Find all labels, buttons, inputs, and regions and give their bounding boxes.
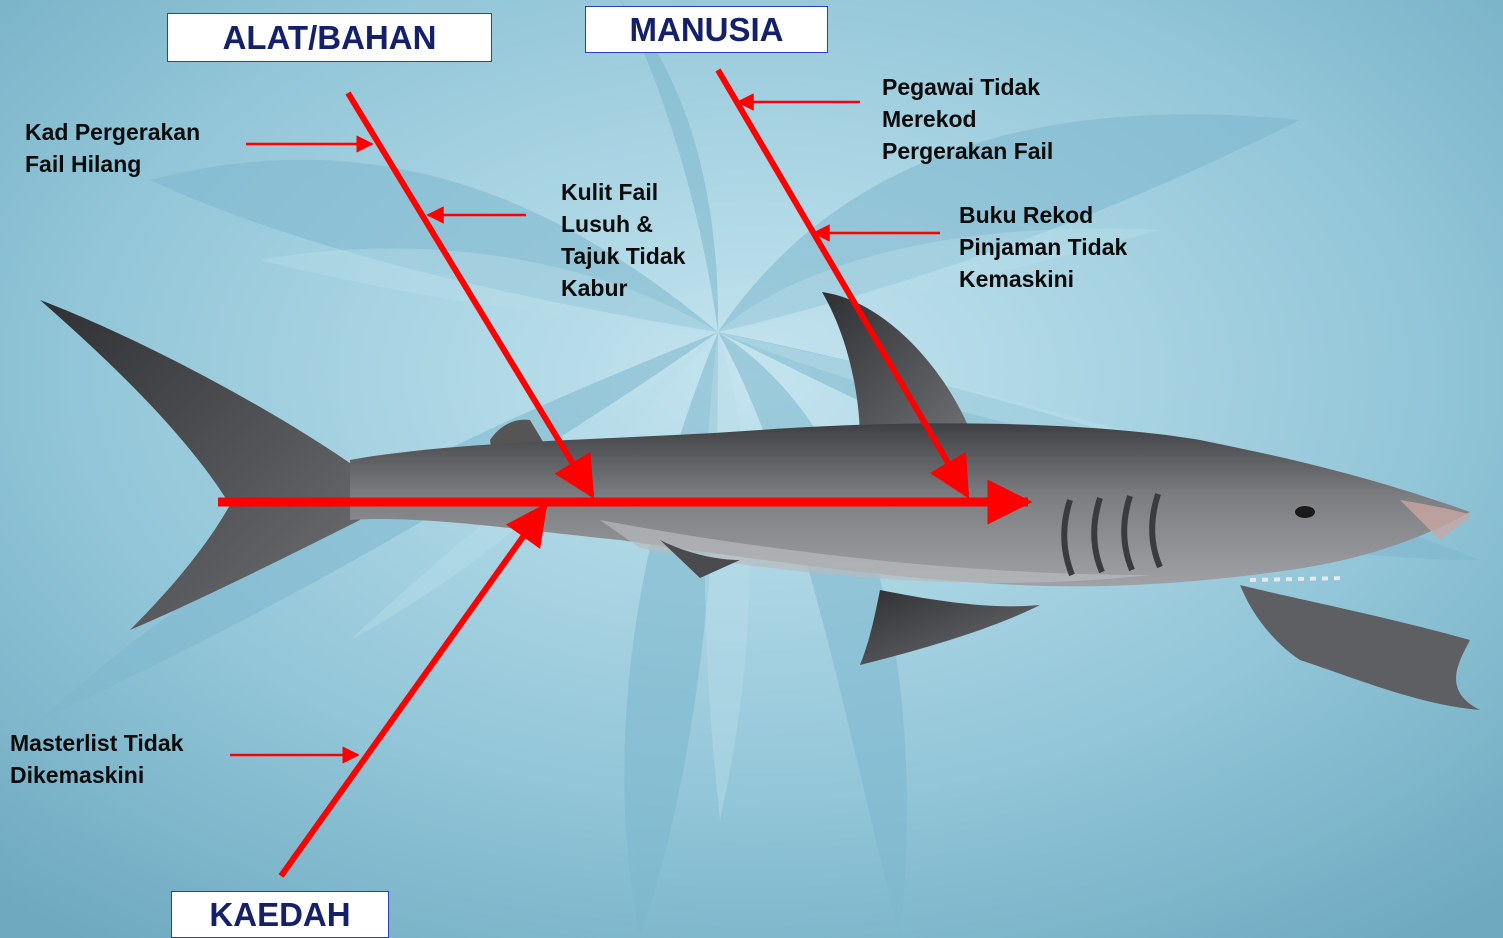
cause-label-people-1: Pegawai Tidak Merekod Pergerakan Fail [882,71,1053,167]
cause-label-tools-2: Kulit Fail Lusuh & Tajuk Tidak Kabur [561,176,685,304]
category-box-method: KAEDAH [171,891,389,938]
cause-label-tools-1: Kad Pergerakan Fail Hilang [25,116,200,180]
category-box-people: MANUSIA [585,6,828,53]
cause-label-people-2: Buku Rekod Pinjaman Tidak Kemaskini [959,199,1127,295]
cause-label-method-1: Masterlist Tidak Dikemaskini [10,727,183,791]
category-box-tools: ALAT/BAHAN [167,13,492,62]
